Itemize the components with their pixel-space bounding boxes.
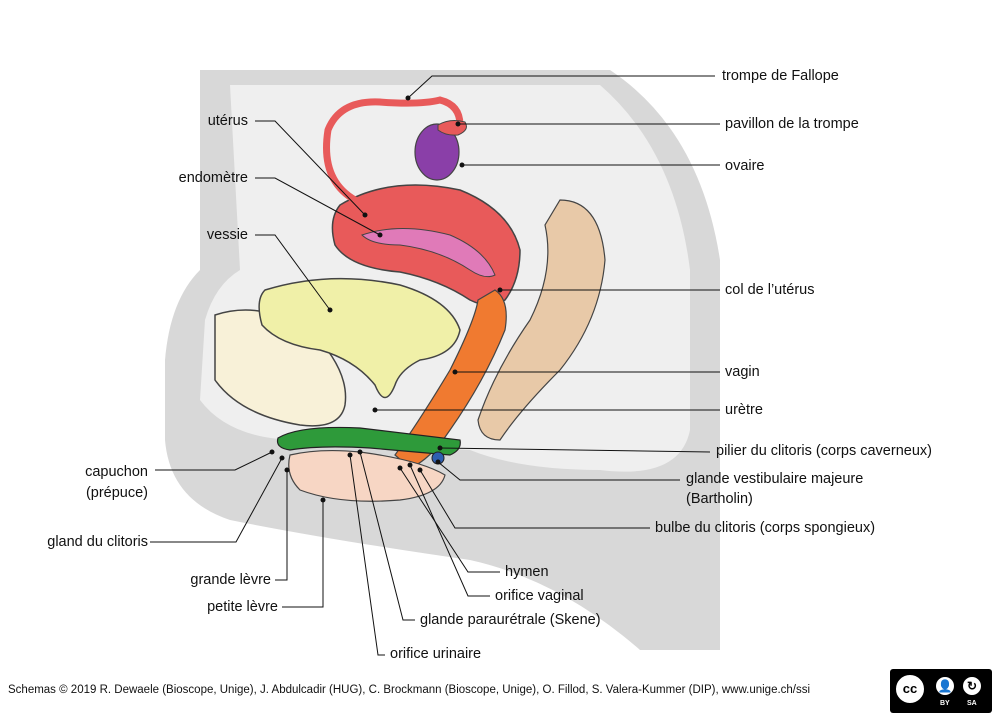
leader-glande-vest: [437, 461, 680, 481]
label-orifice-urinaire: orifice urinaire: [390, 646, 482, 662]
endometrium: [361, 228, 496, 278]
share-alike-icon: ↻: [961, 675, 983, 697]
leader-orifice-vaginal: [409, 464, 490, 597]
leader-hymen: [399, 467, 500, 573]
leader-vessie: [255, 234, 331, 311]
fimbriae: [437, 120, 467, 136]
vulva-bulb: [288, 449, 446, 502]
label-capuchon-2: (prépuce): [85, 485, 148, 501]
label-orifice-vaginal: orifice vaginal: [495, 588, 584, 604]
cc-icon: cc: [894, 673, 926, 705]
label-hymen: hymen: [505, 564, 549, 580]
attribution-icon: 👤: [934, 675, 956, 697]
label-gland: gland du clitoris: [47, 534, 148, 550]
leader-gland: [150, 457, 283, 543]
label-pavillon: pavillon de la trompe: [725, 116, 859, 132]
leader-grande-levre: [275, 470, 288, 581]
label-glande-paraur: glande paraurétrale (Skene): [420, 612, 601, 628]
label-uretre: urètre: [725, 402, 763, 418]
leader-orifice-urinaire: [349, 454, 385, 656]
label-capuchon-1: capuchon: [85, 464, 148, 480]
leader-pilier: [439, 447, 711, 453]
label-pilier: pilier du clitoris (corps caverneux): [716, 443, 932, 459]
label-petite-levre: petite lèvre: [207, 599, 278, 615]
leader-lines: [150, 75, 720, 656]
sa-tag: SA: [967, 700, 977, 707]
rectum: [477, 199, 606, 441]
credits-text: Schemas © 2019 R. Dewaele (Bioscope, Uni…: [8, 684, 811, 696]
label-ovaire: ovaire: [725, 158, 765, 174]
leader-dots: [269, 95, 503, 503]
fallopian-tube: [323, 96, 464, 204]
label-col: col de l’utérus: [725, 282, 815, 298]
label-vessie: vessie: [206, 227, 248, 243]
leader-glande-paraur: [359, 451, 415, 621]
leader-petite-levre: [282, 500, 324, 608]
leader-bulbe: [419, 469, 650, 529]
label-endometre: endomètre: [178, 170, 248, 186]
label-glande-vest-2: (Bartholin): [686, 491, 753, 507]
label-bulbe: bulbe du clitoris (corps spongieux): [655, 520, 876, 536]
vagina: [394, 289, 507, 469]
label-grande-levre: grande lèvre: [190, 572, 271, 588]
by-tag: BY: [940, 700, 950, 707]
leader-endometre: [255, 177, 381, 236]
label-trompe: trompe de Fallope: [722, 68, 839, 84]
leader-capuchon: [155, 451, 273, 471]
ovary: [414, 123, 460, 181]
label-vagin: vagin: [725, 364, 760, 380]
label-uterus: utérus: [207, 113, 248, 129]
leader-uterus: [255, 120, 366, 216]
label-glande-vest-1: glande vestibulaire majeure: [686, 471, 864, 487]
cc-license-badge[interactable]: cc 👤 ↻ BY SA: [890, 669, 992, 713]
leader-trompe: [407, 75, 715, 99]
bladder: [258, 277, 461, 399]
clitoris: [276, 426, 461, 456]
